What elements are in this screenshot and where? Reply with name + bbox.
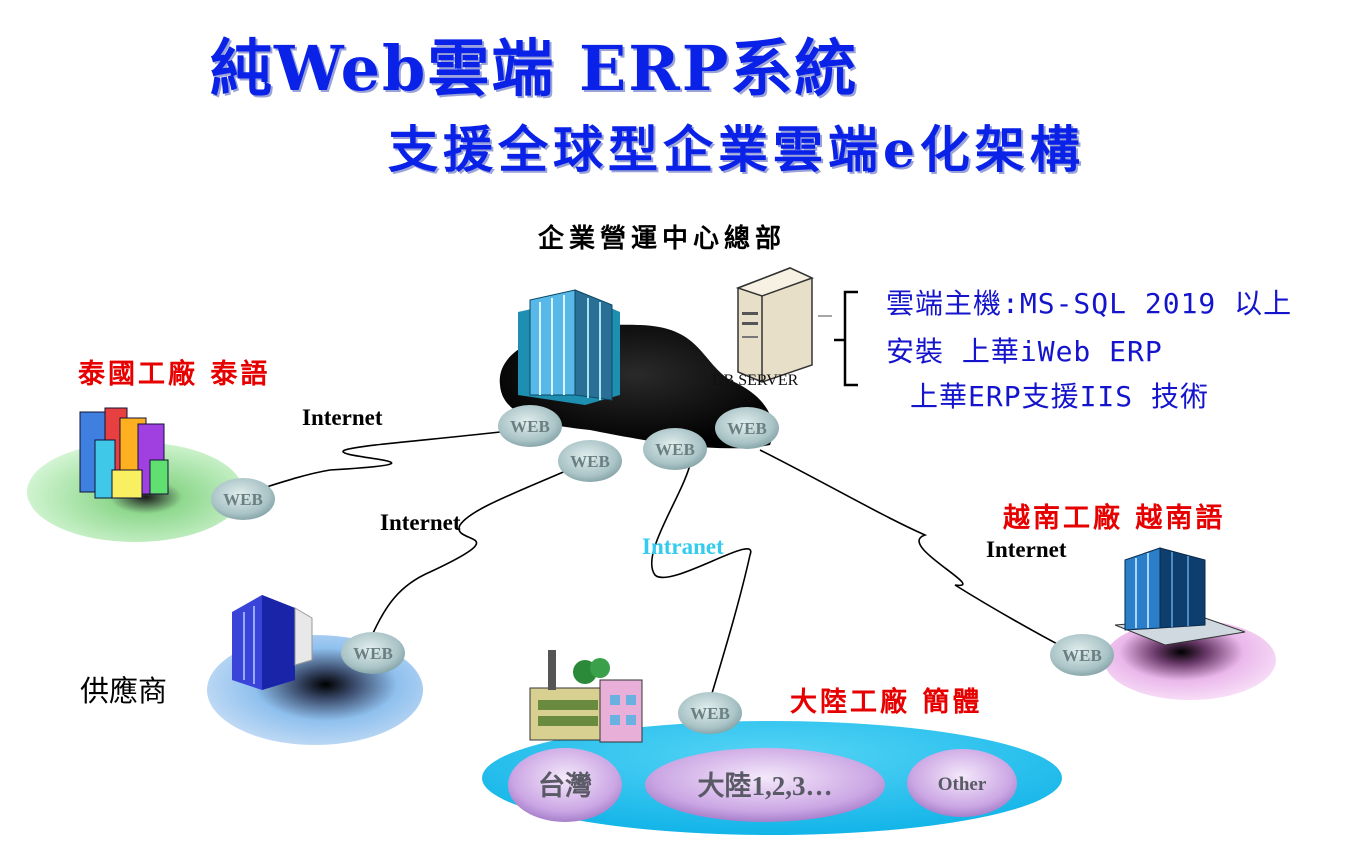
- web-node: [715, 407, 779, 449]
- link-label-vietnam: Internet: [986, 537, 1067, 562]
- supplier-label: 供應商: [80, 674, 168, 708]
- web-node: [211, 478, 275, 520]
- link-label-supplier: Internet: [380, 510, 461, 535]
- headquarters-label: 企業營運中心總部: [538, 224, 787, 254]
- vietnam-factory-label: 越南工廠 越南語: [1003, 503, 1226, 534]
- thailand-factory-label: 泰國工廠 泰語: [78, 359, 271, 390]
- region-taiwan: 台灣: [538, 770, 592, 801]
- web-node: [341, 632, 405, 674]
- vietnam-site: [1104, 547, 1276, 700]
- web-node-label: WEB: [1062, 646, 1102, 665]
- notes-bracket: [834, 290, 858, 387]
- server-note-2: 安裝 上華iWeb ERP: [886, 335, 1163, 368]
- server-note-3: 上華ERP支援IIS 技術: [910, 380, 1210, 413]
- web-node-label: WEB: [690, 704, 730, 723]
- web-node-label: WEB: [223, 490, 263, 509]
- link-vietnam: [759, 449, 1066, 649]
- thailand-site: [27, 407, 243, 542]
- link-china: [650, 464, 752, 701]
- region-other: Other: [938, 774, 987, 795]
- link-supplier: [369, 469, 569, 641]
- web-node: [558, 440, 622, 482]
- page-subtitle: 支援全球型企業雲端e化架構: [388, 120, 1085, 179]
- web-node: [1050, 634, 1114, 676]
- web-node-label: WEB: [655, 440, 695, 459]
- page-title: 純Web雲端 ERP系統: [210, 32, 859, 105]
- web-node-label: WEB: [727, 419, 767, 438]
- web-node: [498, 405, 562, 447]
- db-server-icon: [735, 267, 832, 383]
- link-label-intranet: Intranet: [642, 534, 724, 559]
- db-server-label: DB SERVER: [712, 372, 799, 389]
- web-node: [643, 428, 707, 470]
- web-node-label: WEB: [353, 644, 393, 663]
- hq-building-icon: [518, 289, 620, 405]
- connection-lines: [249, 431, 1066, 701]
- china-factory-label: 大陸工廠 簡體: [790, 687, 983, 718]
- china-site: [482, 650, 1062, 835]
- web-node-label: WEB: [570, 452, 610, 471]
- server-note-1: 雲端主機:MS-SQL 2019 以上: [886, 287, 1293, 320]
- web-node-label: WEB: [510, 417, 550, 436]
- region-china: 大陸1,2,3…: [698, 771, 833, 801]
- web-node: [678, 692, 742, 734]
- web-nodes: WEB WEB WEB WEB WEB WEB WEB WEB: [211, 405, 1114, 734]
- link-thailand: [249, 431, 501, 493]
- link-label-thailand: Internet: [302, 405, 383, 430]
